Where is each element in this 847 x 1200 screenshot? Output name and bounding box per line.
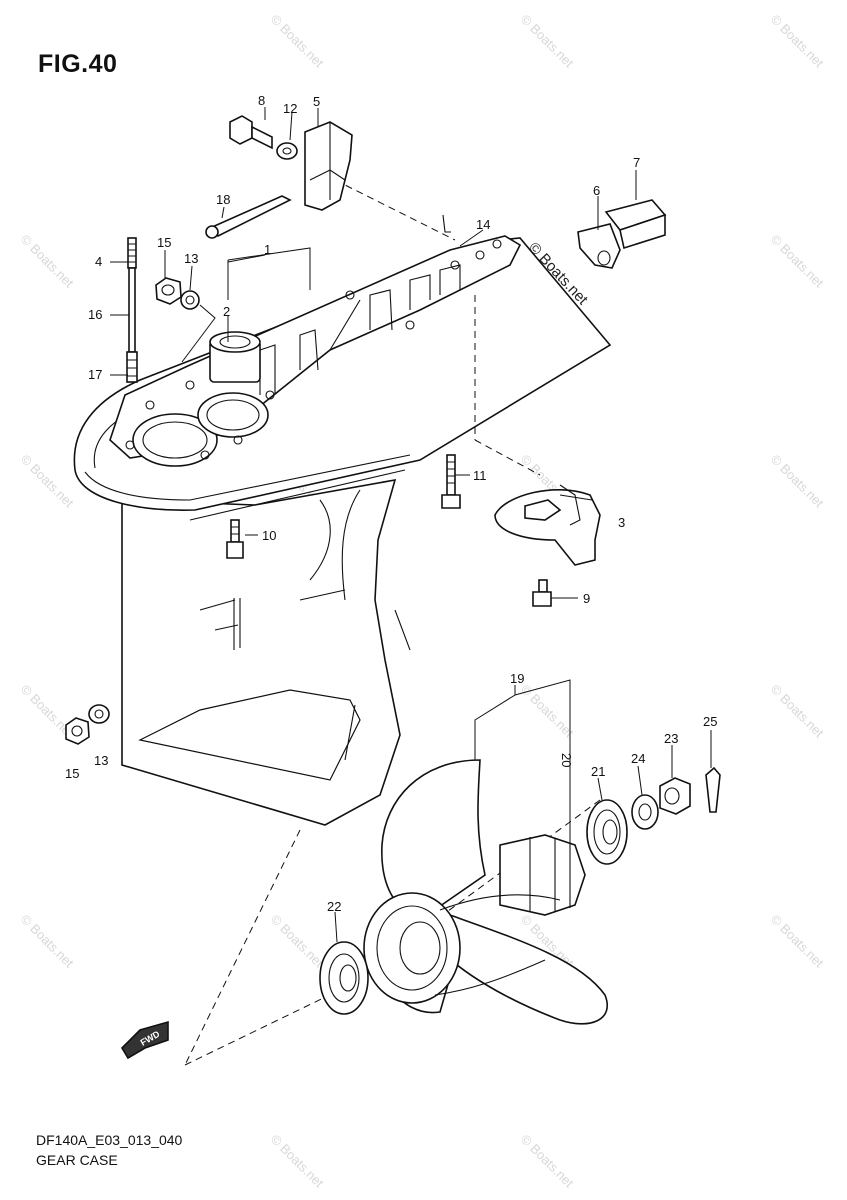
callout-7: 7 — [633, 155, 640, 170]
bracket-6 — [577, 223, 621, 269]
watermark-text: © Boats.net — [268, 1132, 327, 1191]
callout-13-top: 13 — [184, 251, 198, 266]
watermark-text: © Boats.net — [518, 682, 577, 741]
watermark-text: © Boats.net — [768, 912, 827, 971]
watermark-text: © Boats.net — [18, 232, 77, 291]
bolt-11 — [441, 454, 461, 509]
watermark-text: © Boats.net — [518, 12, 577, 71]
watermark-text: © Boats.net — [768, 452, 827, 511]
washer-12 — [276, 142, 298, 160]
callout-11: 11 — [473, 468, 487, 483]
spacer-22 — [319, 941, 369, 1015]
callout-18: 18 — [216, 192, 230, 207]
callout-14: 14 — [476, 217, 490, 232]
watermark-text: © Boats.net — [18, 452, 77, 511]
callout-8: 8 — [258, 93, 265, 108]
plug-15-top — [155, 277, 182, 305]
watermark-text: © Boats.net — [768, 682, 827, 741]
callout-12: 12 — [283, 101, 297, 116]
figure-code: DF140A_E03_013_040 — [36, 1132, 183, 1148]
callout-16: 16 — [88, 307, 102, 322]
callout-3: 3 — [618, 515, 625, 530]
figure-title: FIG.40 — [38, 50, 118, 78]
callout-2: 2 — [223, 304, 230, 319]
trim-tab-3 — [494, 484, 601, 566]
prop-nut-23 — [659, 777, 691, 815]
watermark-text: © Boats.net — [518, 1132, 577, 1191]
callout-25: 25 — [703, 714, 717, 729]
thrust-washer-21 — [586, 799, 628, 865]
callout-1: 1 — [264, 242, 271, 257]
propeller-19 — [363, 759, 608, 1025]
watermark-text: © Boats.net — [768, 12, 827, 71]
callout-4: 4 — [95, 254, 102, 269]
watermark-text: © Boats.net — [268, 912, 327, 971]
callout-13-side: 13 — [94, 753, 108, 768]
gasket-13-top — [180, 290, 200, 310]
cable-tie-18 — [205, 195, 292, 239]
callout-15-side: 15 — [65, 766, 79, 781]
gear-case-housing — [73, 235, 612, 826]
bolt-10 — [226, 519, 244, 559]
callout-22: 22 — [327, 899, 341, 914]
callout-9: 9 — [583, 591, 590, 606]
callout-23: 23 — [664, 731, 678, 746]
bolt-8 — [229, 115, 273, 150]
callout-10: 10 — [262, 528, 276, 543]
bolt-9 — [532, 579, 552, 607]
washer-24 — [631, 794, 659, 830]
callout-17: 17 — [88, 367, 102, 382]
watermark-text: © Boats.net — [768, 232, 827, 291]
rubber-pad-5 — [304, 121, 353, 211]
callout-labels: 8 12 5 7 6 18 14 1 2 4 16 17 15 13 11 3 … — [65, 93, 717, 914]
gasket-13-side — [88, 704, 110, 724]
plug-14 — [442, 214, 451, 233]
cotter-pin-25 — [705, 766, 721, 813]
anode-7 — [604, 199, 667, 250]
callout-19: 19 — [510, 671, 524, 686]
watermark-text: © Boats.net — [268, 12, 327, 71]
watermark-text: © Boats.net — [18, 912, 77, 971]
callout-5: 5 — [313, 94, 320, 109]
figure-name: GEAR CASE — [36, 1152, 118, 1168]
callout-20: 20 — [559, 753, 574, 767]
plug-15-side — [65, 717, 90, 745]
leader-lines — [110, 107, 712, 943]
callout-24: 24 — [631, 751, 645, 766]
fwd-arrow-icon: FWD — [120, 1020, 169, 1060]
stud-16 — [126, 237, 138, 383]
callout-21: 21 — [591, 764, 605, 779]
callout-6: 6 — [593, 183, 600, 198]
callout-15-top: 15 — [157, 235, 171, 250]
